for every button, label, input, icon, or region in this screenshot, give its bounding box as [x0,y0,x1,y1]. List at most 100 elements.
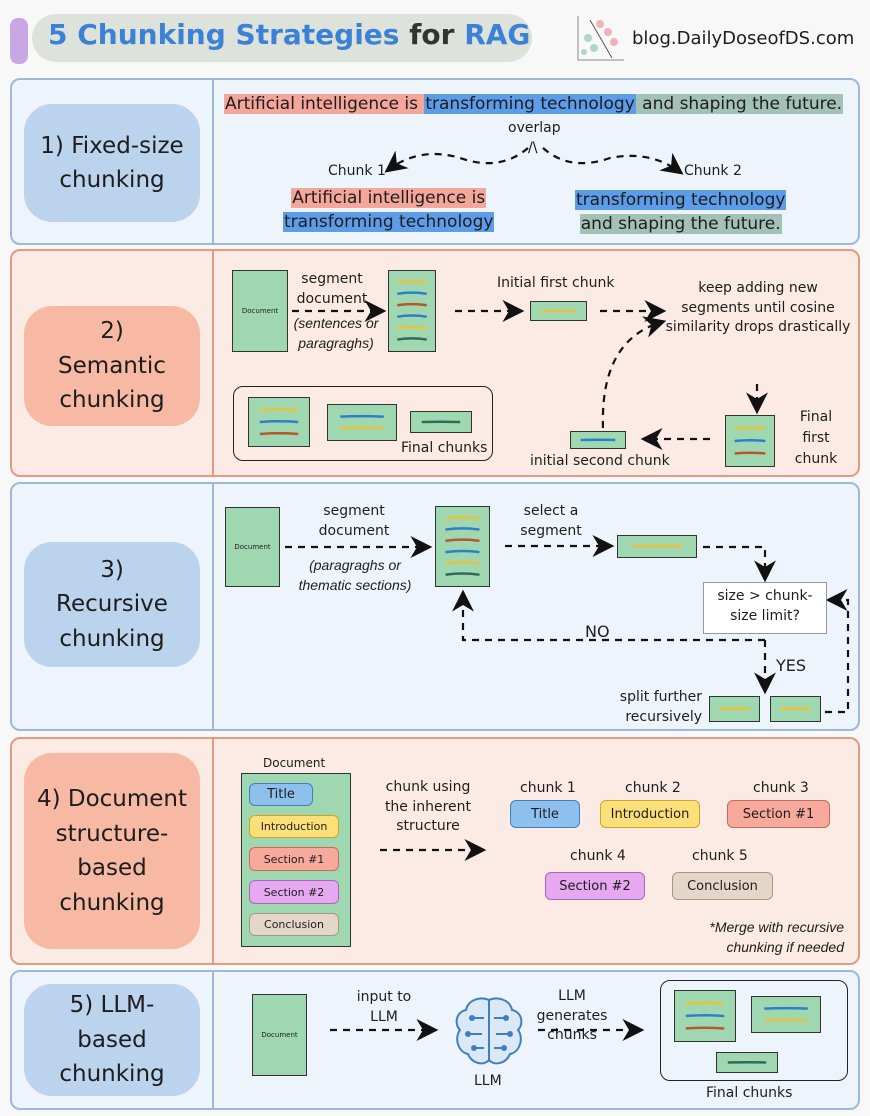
no-label: NO [585,622,610,641]
title-banner [32,14,532,62]
chunk-stroke [735,453,766,454]
doc-part-section-1: Section #1 [249,847,339,871]
final-chunks-group [233,386,493,461]
merge-note: *Merge with recursive chunking if needed [709,919,844,955]
segment-red: Artificial intelligence is [224,94,425,114]
chunk-stroke [446,528,480,529]
section-label: 2) Semantic chunking [24,306,200,426]
chunk-stroke [260,421,298,422]
chunk-stroke [260,433,298,434]
chunk-stroke [686,1028,724,1029]
doc-part-introduction: Introduction [249,815,339,838]
final-chunk [674,990,736,1042]
arrow [703,545,776,583]
initial-second-chunk [570,431,626,449]
logo-icon [577,16,624,61]
arrow-chunk2 [542,147,684,175]
initial-second-chunk-label: initial second chunk [530,453,670,469]
selected-segment [617,535,697,558]
doc-part-title: Title [249,783,313,806]
chunk-stroke [397,304,426,305]
chunk-stroke [446,562,480,563]
chunk2-label: Chunk 2 [684,163,742,179]
section-label: 3) Recursive chunking [24,542,200,667]
chunk-stroke [397,293,426,294]
chunk-stroke [764,1008,808,1009]
chunk-stroke [735,428,766,429]
chunk-stroke [340,428,384,429]
section-label: 5) LLM-based chunking [24,984,200,1096]
chunk-stroke [397,338,426,339]
chunk-title: Title [510,800,580,828]
chunk-label: chunk 1 [520,780,576,796]
chunk-stroke [764,1020,808,1021]
chunk-stroke [397,316,426,317]
llm-label: LLM [474,1073,502,1089]
final-chunk [248,397,310,447]
final-first-chunk-label: Final first chunk [794,409,838,467]
chunk-stroke [340,416,384,417]
segment-green: and shaping the future. [635,94,844,114]
segment-note: (sentences or paragraghs) [293,315,379,351]
final-chunk [716,1052,778,1073]
chunk-stroke [686,1015,724,1016]
chunk-label: chunk 2 [625,780,681,796]
input-label: input to LLM [356,989,412,1025]
chunk-line: and shaping the future. [579,214,782,234]
select-segment-label: select a segment [520,503,582,539]
site-url[interactable]: blog.DailyDoseofDS.com [632,28,855,49]
segmented-document [435,506,490,587]
segment-note: (paragraghs or thematic sections) [298,557,412,593]
arrow [601,316,667,429]
chunk-stroke [446,540,480,541]
chunk-conclusion: Conclusion [672,872,773,900]
chunk-section-2: Section #2 [545,872,645,900]
final-chunks-label: Final chunks [401,440,488,456]
chunk-stroke [686,1003,724,1004]
segment-label: segment document [318,503,390,539]
chunk-stroke [446,551,480,552]
chunk-label: chunk 5 [692,848,748,864]
final-chunk [327,404,397,441]
structure-label: chunk using the inherent structure [384,779,472,835]
chunk1-label: Chunk 1 [328,163,386,179]
final-first-chunk [725,415,775,467]
chunk-stroke [260,409,298,410]
segment-blue: transforming technology [424,94,636,114]
chunk-label: chunk 3 [753,780,809,796]
arrow-chunk1 [384,147,529,173]
svg-text:/\: /\ [528,140,538,156]
yes-label: YES [776,656,807,675]
chunk-introduction: Introduction [600,800,700,828]
chunk-stroke [446,517,480,518]
section-label: 4) Document structure-based chunking [24,753,200,949]
title-part: 5 Chunking Strategies [48,18,400,51]
page-title: 5 Chunking Strategies for RAG [48,18,530,51]
split-chunk [709,696,760,722]
document-icon: Document [225,507,280,587]
document-icon: Document [252,994,307,1076]
section-label: 1) Fixed-size chunking [24,104,200,222]
initial-first-chunk-label: Initial first chunk [497,275,615,291]
split-label: split further recursively [619,689,702,725]
doc-part-conclusion: Conclusion [249,913,339,936]
decision-box: size > chunk-size limit? [703,582,827,634]
initial-first-chunk [530,301,587,321]
chunk2-text: transforming technology and shaping the f… [575,188,787,236]
final-chunk [751,996,821,1033]
split-chunk [770,696,821,722]
document-icon: Document [232,270,288,352]
arrow-no [452,589,765,642]
doc-part-section-2: Section #2 [249,880,339,904]
keep-adding-label: keep adding new segments until cosine si… [665,280,851,336]
final-chunks-label: Final chunks [706,1085,793,1101]
chunk-line: transforming technology [575,190,787,210]
segmented-document [388,270,436,352]
final-chunks-group [660,980,848,1081]
title-part: for [399,18,465,51]
chunk-section-1: Section #1 [727,800,830,828]
llm-brain-icon [455,997,523,1065]
chunk-stroke [397,281,426,282]
chunk-label: chunk 4 [570,848,626,864]
